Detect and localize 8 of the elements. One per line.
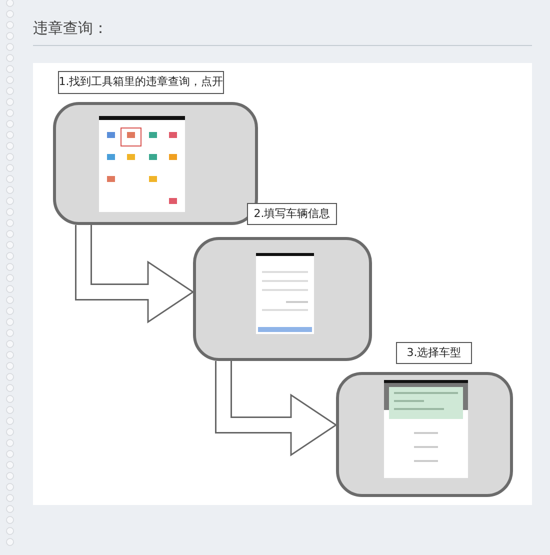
rounded-frame: [193, 237, 372, 361]
hollow-arrow: [75, 225, 194, 323]
rounded-frame: [336, 372, 513, 497]
title: 违章查询：: [33, 18, 108, 39]
step-label: 3.选择车型: [396, 342, 472, 364]
step-label: 2.填写车辆信息: [247, 203, 337, 225]
step-label: 1.找到工具箱里的违章查询，点开: [58, 71, 224, 94]
hollow-arrow: [215, 361, 337, 456]
